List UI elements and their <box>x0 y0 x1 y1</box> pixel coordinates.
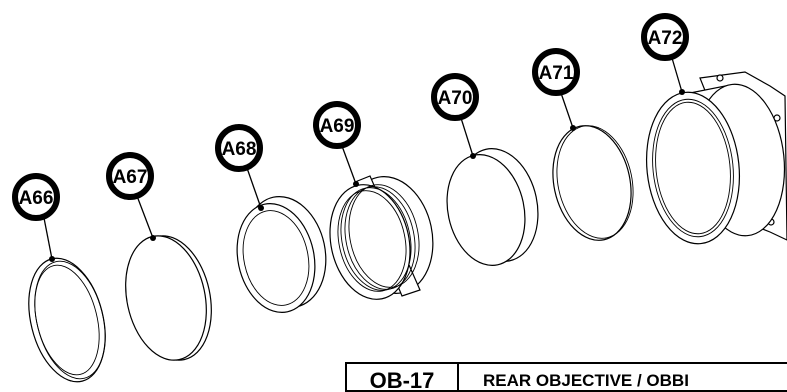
callout-label-a70: A70 <box>438 88 473 109</box>
part-a69-threaded-tube <box>329 175 434 300</box>
callout-a68: A68 <box>215 124 263 172</box>
leader-a71 <box>560 92 574 129</box>
leader-dot-a70 <box>470 153 476 159</box>
leader-dot-a68 <box>258 205 264 211</box>
callout-a71: A71 <box>532 48 580 96</box>
leader-dot-a67 <box>150 235 156 241</box>
part-a68-lens-cell <box>236 195 327 313</box>
leader-dot-a71 <box>570 125 576 131</box>
leader-dot-a69 <box>353 181 359 187</box>
callout-label-a69: A69 <box>320 116 355 137</box>
callout-a72: A72 <box>641 13 689 61</box>
callout-a69: A69 <box>313 101 361 149</box>
callout-a67: A67 <box>106 152 154 200</box>
callout-label-a72: A72 <box>648 28 683 49</box>
leader-a70 <box>460 117 474 157</box>
callout-a66: A66 <box>12 173 60 221</box>
part-a71-flat-glass <box>552 125 634 241</box>
part-a72-housing <box>645 71 787 245</box>
callout-label-a66: A66 <box>19 188 54 209</box>
callout-label-a71: A71 <box>539 63 574 84</box>
part-a66-retaining-ring <box>28 257 106 383</box>
callout-label-a67: A67 <box>113 167 148 188</box>
leader-lines <box>43 57 685 262</box>
leader-a72 <box>671 57 683 93</box>
leader-dot-a72 <box>679 89 685 95</box>
leader-dot-a66 <box>49 256 55 262</box>
part-a67-lens-disc <box>125 235 212 361</box>
leader-a69 <box>341 145 357 185</box>
title-block-name: REAR OBJECTIVE / OBBI <box>483 371 689 390</box>
title-block: OB-17 REAR OBJECTIVE / OBBI <box>345 362 787 392</box>
leader-a66 <box>43 217 53 260</box>
part-a70-lens-element <box>446 148 539 266</box>
callout-a70: A70 <box>431 73 479 121</box>
leader-a68 <box>246 167 262 209</box>
callout-label-a68: A68 <box>222 139 257 160</box>
title-block-code: OB-17 <box>347 364 459 390</box>
leader-a67 <box>136 195 154 239</box>
